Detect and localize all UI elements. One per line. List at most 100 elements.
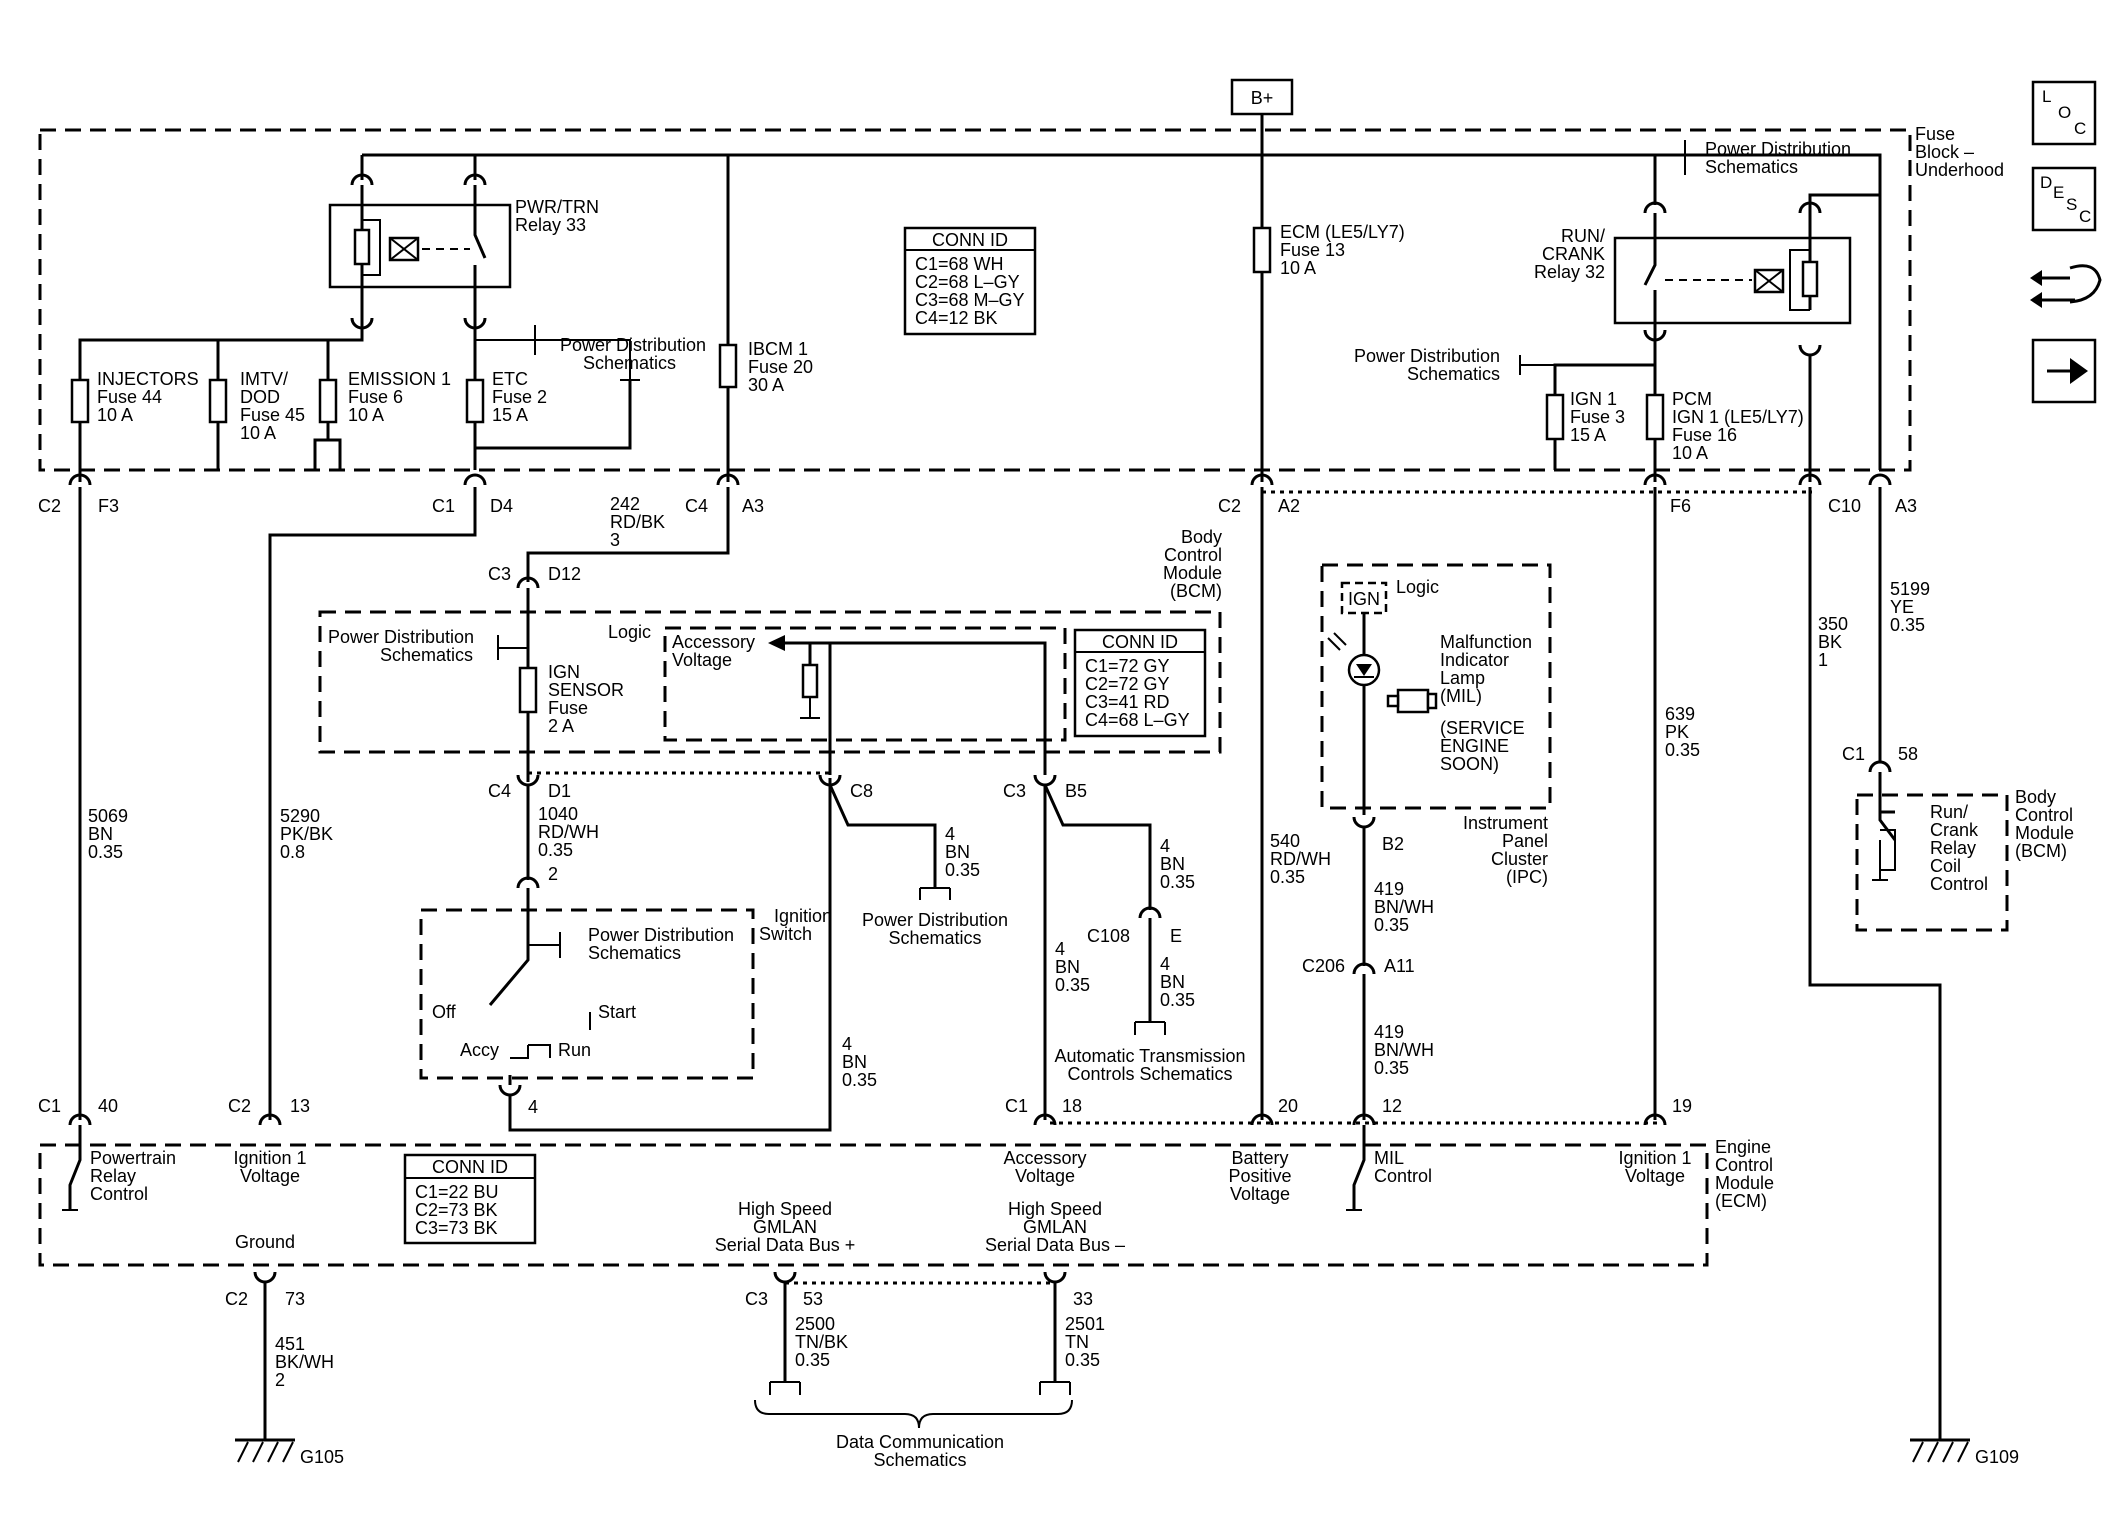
run-crank-ctrl-3: Relay <box>1930 838 1976 858</box>
power-dist-etc-label-2: Schematics <box>583 353 676 373</box>
relay33-coil-resistor <box>353 228 371 266</box>
conn-c4: C4 <box>685 496 708 516</box>
fuse-injectors-label-3: 10 A <box>97 405 133 425</box>
fuse-ign1-label-1: IGN 1 <box>1570 389 1617 409</box>
fuse-emission-1 <box>318 378 338 424</box>
fuse-block-label-2: Block – <box>1915 142 1974 162</box>
accessory-voltage-label-1: Accessory <box>672 632 755 652</box>
wire-419b-label-3: 0.35 <box>1374 1058 1409 1078</box>
trans-schem-label-1: Automatic Transmission <box>1054 1046 1245 1066</box>
ecm-c2-13-pin: 13 <box>290 1096 310 1116</box>
power-dist-right-label-1: Power Distribution <box>1705 139 1851 159</box>
fuse-block-label-1: Fuse <box>1915 124 1955 144</box>
ground-g109-label: G109 <box>1975 1447 2019 1467</box>
fuse-ign-sensor-label-3: Fuse <box>548 698 588 718</box>
conn-id-bcm <box>1073 628 1207 738</box>
power-dist-etc-label-1: Power Distribution <box>560 335 706 355</box>
ecm-12-pin: 12 <box>1382 1096 1402 1116</box>
power-dist-relay32-label-2: Schematics <box>1407 364 1500 384</box>
ecm-boundary <box>38 1143 1709 1267</box>
conn-c3-53-pin: 53 <box>803 1289 823 1309</box>
fuse-emission-label-2: Fuse 6 <box>348 387 403 407</box>
conn-c2-a2-c: C2 <box>1218 496 1241 516</box>
wire-242-label-3: 3 <box>610 530 620 550</box>
run-crank-ctrl-1: Run/ <box>1930 802 1968 822</box>
relay33-connector-b <box>463 173 487 186</box>
conn-c10: C10 <box>1828 496 1861 516</box>
wire-5290-label-3: 0.8 <box>280 842 305 862</box>
fuse-ign-1 <box>1545 393 1565 441</box>
conn-id-fuse-2: C2=68 L–GY <box>915 272 1020 292</box>
conn-c1-58-pin: 58 <box>1898 744 1918 764</box>
ecm-c1-18-pin: 18 <box>1062 1096 1082 1116</box>
conn-id-ecm-2: C2=73 BK <box>415 1200 498 1220</box>
fuse-imtv-label-4: 10 A <box>240 423 276 443</box>
accessory-voltage-label-2: Voltage <box>672 650 732 670</box>
conn-id-ecm-title: CONN ID <box>432 1157 508 1177</box>
wire-2500-label-1: 2500 <box>795 1314 835 1334</box>
wire-4d-label-3: 0.35 <box>1160 990 1195 1010</box>
loc-icon[interactable] <box>2031 80 2097 146</box>
wire-4b-label-1: 4 <box>945 824 955 844</box>
conn-c2-73-pin: 73 <box>285 1289 305 1309</box>
fuse-pcm-label-1: PCM <box>1672 389 1712 409</box>
conn-c206 <box>1352 962 1376 975</box>
wire-4e-label-3: 0.35 <box>1055 975 1090 995</box>
ecm-pt-relay-1: Powertrain <box>90 1148 176 1168</box>
relay33-output-bus <box>78 330 364 380</box>
power-dist-bcm-label-2: Schematics <box>380 645 473 665</box>
connector-view-icon[interactable] <box>2030 264 2102 308</box>
data-comm-label-1: Data Communication <box>836 1432 1004 1452</box>
relay32-label-2: CRANK <box>1542 244 1605 264</box>
conn-id-bcm-1: C1=72 GY <box>1085 656 1170 676</box>
fuse-etc-label-2: Fuse 2 <box>492 387 547 407</box>
wire-639-label-1: 639 <box>1665 704 1695 724</box>
bcm-label-2: Control <box>1164 545 1222 565</box>
ecm-c1-40-pin: 40 <box>98 1096 118 1116</box>
mil-label-5: (SERVICE <box>1440 718 1525 738</box>
wire-419a-label-2: BN/WH <box>1374 897 1434 917</box>
wire-242-label-2: RD/BK <box>610 512 665 532</box>
loc-icon-o: O <box>2058 103 2071 122</box>
conn-c1: C1 <box>432 496 455 516</box>
trans-schem-label-2: Controls Schematics <box>1067 1064 1232 1084</box>
ecm-label-1: Engine <box>1715 1137 1771 1157</box>
bcm-pullup-resistor <box>801 663 819 699</box>
fuse-pcm-label-2: IGN 1 (LE5/LY7) <box>1672 407 1804 427</box>
wire-2500-label-3: 0.35 <box>795 1350 830 1370</box>
mil-label-2: Indicator <box>1440 650 1509 670</box>
ipc-label-1: Instrument <box>1463 813 1548 833</box>
conn-c3-label: C3 <box>488 564 511 584</box>
wire-540-label-2: RD/WH <box>1270 849 1331 869</box>
fuse-pcm-label-3: Fuse 16 <box>1672 425 1737 445</box>
ecm-pt-relay-2: Relay <box>90 1166 136 1186</box>
fuse-ecm-label-3: 10 A <box>1280 258 1316 278</box>
data-comm-label-2: Schematics <box>873 1450 966 1470</box>
ground-g109-icon <box>1910 1438 1970 1463</box>
fuse-injectors <box>70 378 90 424</box>
bcm-right-label-1: Body <box>2015 787 2056 807</box>
conn-e-label: E <box>1170 926 1182 946</box>
wire-4e-label-2: BN <box>1055 957 1080 977</box>
relay33-label-2: Relay 33 <box>515 215 586 235</box>
fuse-block-label-3: Underhood <box>1915 160 2004 180</box>
fuse-injectors-label-1: INJECTORS <box>97 369 199 389</box>
ign-pin-4: 4 <box>528 1097 538 1117</box>
wire-1040-label-3: 0.35 <box>538 840 573 860</box>
wire-5290-label-2: PK/BK <box>280 824 333 844</box>
ecm-mil-ctrl-1: MIL <box>1374 1148 1404 1168</box>
power-dist-relay32-label-1: Power Distribution <box>1354 346 1500 366</box>
wire-1040-label-2: RD/WH <box>538 822 599 842</box>
wire-350-label-1: 350 <box>1818 614 1848 634</box>
desc-icon[interactable] <box>2031 166 2097 232</box>
wire-639-label-2: PK <box>1665 722 1689 742</box>
fuse-ign-sensor-label-2: SENSOR <box>548 680 624 700</box>
ecm-ign1v-2: Voltage <box>240 1166 300 1186</box>
fuse-ecm-label-2: Fuse 13 <box>1280 240 1345 260</box>
conn-a11-label: A11 <box>1384 956 1415 976</box>
conn-id-fuse-4: C4=12 BK <box>915 308 998 328</box>
main-bus <box>362 153 1882 188</box>
conn-id-bcm-2: C2=72 GY <box>1085 674 1170 694</box>
conn-f6: F6 <box>1670 496 1691 516</box>
